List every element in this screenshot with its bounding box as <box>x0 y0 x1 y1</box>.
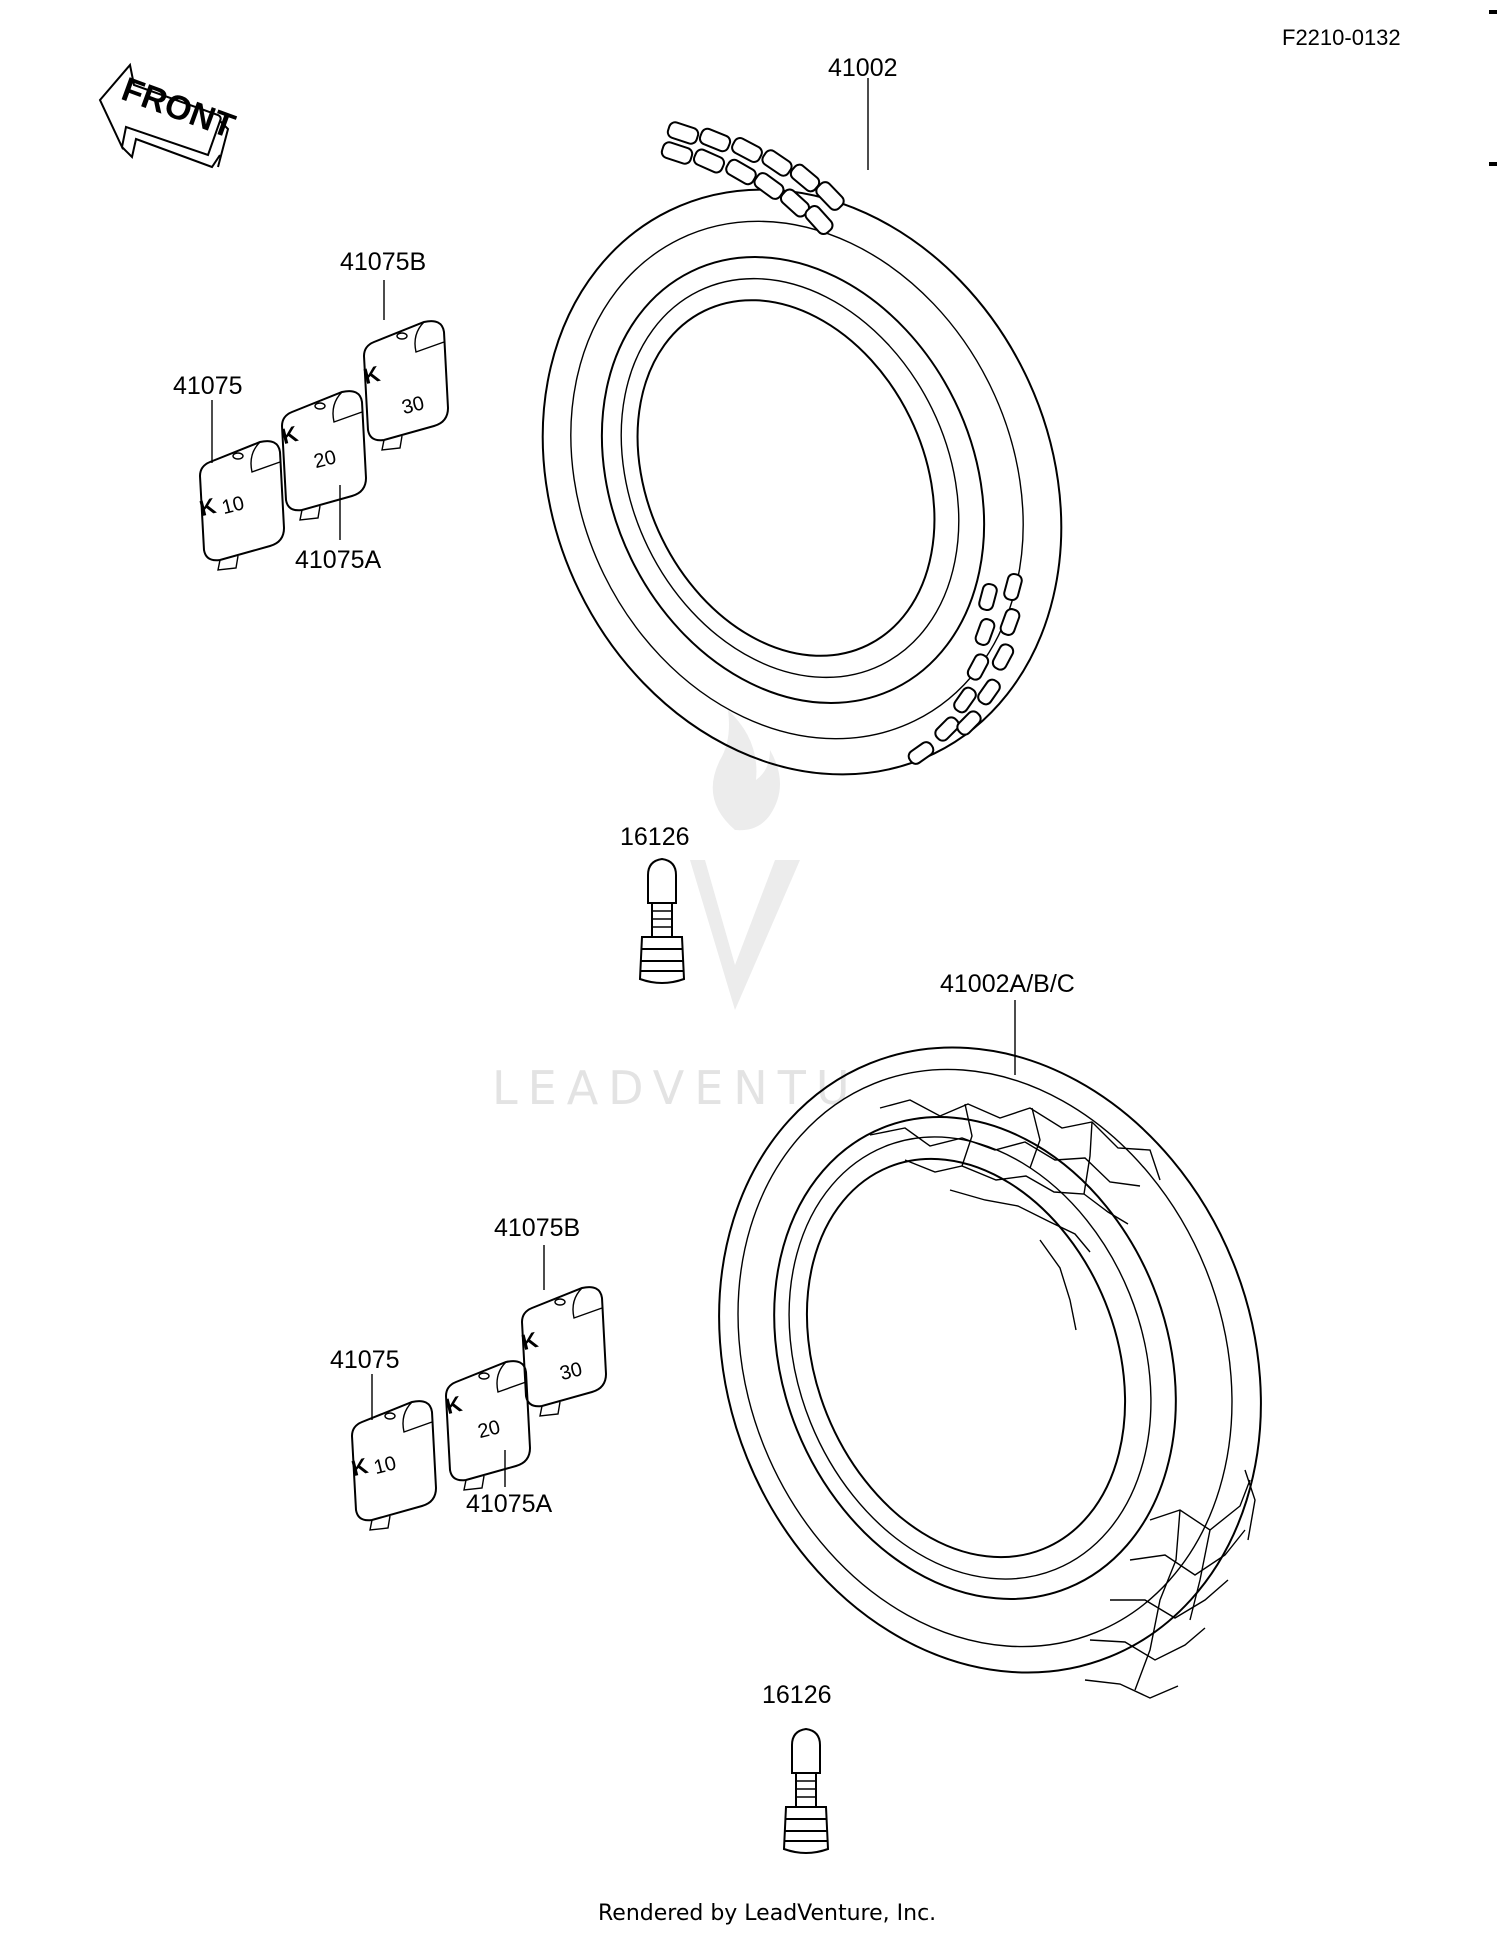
front-arrow-icon: FRONT <box>98 62 240 169</box>
lower-weight-label-41075B: 41075B <box>494 1214 580 1242</box>
weight-k-mark: K <box>361 361 383 389</box>
lower-tire-part-label: 41002A/B/C <box>940 970 1075 998</box>
edge-mark-mid <box>1489 162 1497 166</box>
upper-tire-part-label: 41002 <box>828 54 898 82</box>
weight-k-mark: K <box>349 1453 371 1481</box>
weight-k-mark: K <box>519 1327 541 1355</box>
weight-number-mark: 10 <box>372 1452 399 1479</box>
edge-mark-top <box>1489 10 1497 14</box>
front-arrow-text: FRONT <box>117 70 240 146</box>
watermark-logo: LEADVENTU <box>492 710 859 1115</box>
upper-tire: 41002 <box>541 54 1063 776</box>
weight-k-mark: K <box>197 493 219 521</box>
lower-valve-stem <box>782 1727 830 1854</box>
weight-number-mark: 20 <box>312 446 339 473</box>
weight-number-mark: 30 <box>558 1358 585 1385</box>
weight-k-mark: K <box>443 1391 465 1419</box>
lower-weight-41075B: K 30 <box>519 1286 607 1417</box>
watermark-text: LEADVENTU <box>492 1061 859 1115</box>
lower-weight-41075A: K 20 <box>443 1360 531 1491</box>
upper-valve-label: 16126 <box>620 823 690 851</box>
lower-weight-labels: 41075 41075A 41075B <box>330 1214 580 1518</box>
upper-weight-label-41075B: 41075B <box>340 248 426 276</box>
weight-number-mark: 20 <box>476 1416 503 1443</box>
upper-weight-41075B: K 30 <box>361 320 449 451</box>
lower-tire: 41002A/B/C <box>718 970 1262 1699</box>
upper-weight-41075A: K 20 <box>279 390 367 521</box>
weight-number-mark: 10 <box>220 492 247 519</box>
footer-credit: Rendered by LeadVenture, Inc. <box>598 1901 936 1926</box>
upper-valve-stem <box>638 857 686 984</box>
lower-valve-label: 16126 <box>762 1681 832 1709</box>
lower-weight-label-41075: 41075 <box>330 1346 400 1374</box>
lower-weight-label-41075A: 41075A <box>466 1490 553 1518</box>
upper-weight-label-41075: 41075 <box>173 372 243 400</box>
weight-k-mark: K <box>279 421 301 449</box>
leadventure-flame-logo <box>712 710 780 831</box>
upper-weight-label-41075A: 41075A <box>295 546 382 574</box>
upper-weight-41075: K 10 <box>197 440 285 571</box>
lower-weight-41075: K 10 <box>349 1400 437 1531</box>
diagram-ref-code: F2210-0132 <box>1282 25 1401 50</box>
weight-number-mark: 30 <box>400 392 427 419</box>
upper-weight-labels: 41075 41075A 41075B <box>173 248 426 574</box>
